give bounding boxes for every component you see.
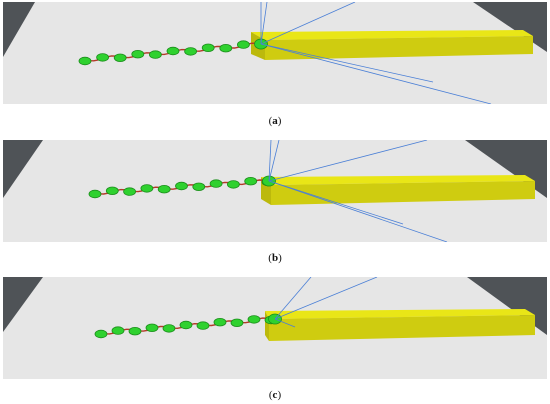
caption-b-open: (: [268, 252, 272, 264]
robot-module-b-7: [192, 182, 206, 191]
robot-module-a-4: [131, 50, 145, 59]
robot-module-c-1: [94, 329, 108, 339]
caption-c: (c): [0, 388, 550, 402]
caption-a-close: ): [277, 115, 282, 127]
robot-module-a-3: [113, 53, 127, 62]
panel-b: [3, 140, 547, 242]
simulation-render-a: [3, 2, 547, 104]
caption-c-open: (: [268, 389, 273, 401]
sensor-ray-b-4: [268, 180, 404, 225]
caption-c-close: ): [277, 389, 282, 401]
sensor-ray-c-3: [274, 318, 296, 328]
caption-b-letter: b: [271, 252, 279, 264]
block-top-b: [261, 175, 535, 185]
robot-module-c-5: [162, 324, 176, 333]
sensor-ray-b-3: [268, 140, 428, 182]
block-front-b: [271, 181, 535, 205]
sensor-ray-b-2: [268, 140, 280, 182]
block-front-a: [265, 36, 533, 60]
robot-module-c-8: [213, 318, 227, 327]
robot-module-a-1: [78, 56, 92, 66]
robot-module-a-10: [236, 40, 250, 49]
robot-module-c-3: [128, 327, 142, 336]
block-front-c: [269, 315, 535, 341]
robot-module-a-5: [148, 50, 162, 59]
robot-module-a-8: [201, 43, 215, 52]
panel-a: [3, 2, 547, 104]
robot-module-a-2: [96, 53, 109, 62]
sensor-ray-a-5: [260, 43, 492, 104]
robot-module-c-7: [196, 321, 210, 330]
left-wall-a: [3, 2, 35, 57]
caption-c-letter: c: [272, 389, 278, 401]
simulation-render-c: [3, 277, 547, 379]
sensor-ray-c-1: [274, 277, 312, 320]
robot-module-a-6: [166, 46, 180, 56]
robot-module-b-9: [226, 180, 240, 189]
robot-module-c-4: [145, 323, 159, 332]
robot-module-a-9: [219, 44, 233, 53]
robot-module-b-8: [209, 179, 223, 188]
caption-b: (b): [0, 251, 550, 265]
sensor-ray-b-5: [268, 180, 448, 242]
sensor-ray-c-2: [274, 277, 378, 320]
robot-module-b-4: [140, 184, 154, 193]
robot-module-c-10: [247, 315, 261, 324]
robot-module-b-3: [123, 187, 136, 196]
robot-module-b-1: [88, 189, 102, 199]
simulation-render-b: [3, 140, 547, 242]
robot-module-c-6: [179, 320, 193, 330]
panel-c: [3, 277, 547, 379]
left-wall-b: [3, 140, 43, 198]
sensor-ray-a-4: [260, 43, 434, 83]
robot-module-b-2: [105, 186, 119, 195]
sensor-ray-a-3: [260, 2, 356, 45]
robot-module-c-2: [111, 326, 125, 335]
caption-a: (a): [0, 114, 550, 128]
caption-a-letter: a: [272, 115, 278, 127]
caption-b-close: ): [278, 252, 282, 264]
block-top-a: [251, 30, 533, 40]
robot-module-b-10: [244, 177, 258, 186]
left-wall-c: [3, 277, 43, 332]
caption-a-open: (: [268, 115, 273, 127]
robot-module-c-9: [230, 318, 244, 327]
sensor-ray-b-1: [268, 140, 272, 182]
robot-module-b-6: [175, 181, 188, 191]
robot-module-a-7: [184, 47, 198, 56]
robot-module-b-5: [157, 185, 171, 194]
sensor-ray-a-2: [260, 2, 268, 45]
block-top-c: [265, 309, 535, 319]
